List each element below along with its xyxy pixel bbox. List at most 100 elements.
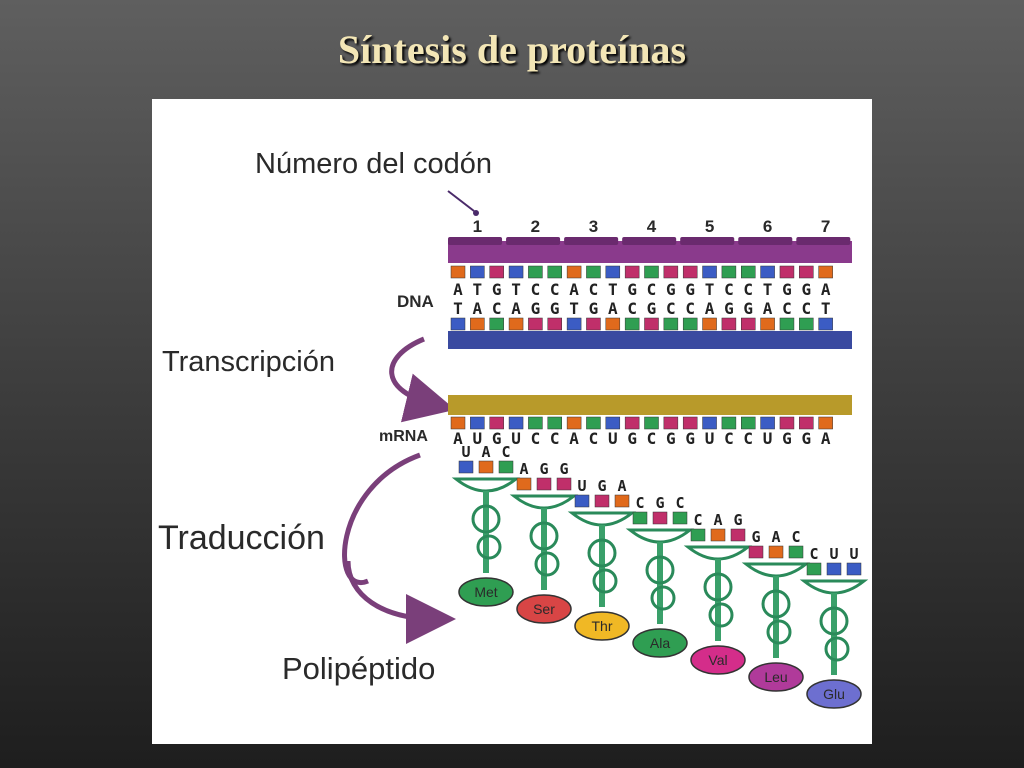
trna-anticodon-base: U <box>829 545 838 563</box>
dna-top-base-block <box>779 265 795 279</box>
dna-bottom-base: G <box>550 299 560 318</box>
trna-anticodon-base: C <box>635 494 644 512</box>
trna-anticodon-block <box>516 477 532 491</box>
dna-bottom-base: T <box>569 299 579 318</box>
trna-anticodon-block <box>806 562 822 576</box>
dna-top-base-block <box>508 265 524 279</box>
codon-number: 1 <box>473 217 482 236</box>
dna-bottom-base: G <box>589 299 599 318</box>
mrna-base-block <box>586 416 601 430</box>
dna-top-base-block <box>741 265 756 279</box>
mrna-base-block <box>799 416 814 430</box>
mrna-base-block <box>624 416 640 430</box>
dna-top-codon-block <box>448 237 503 245</box>
mrna-base: G <box>801 429 811 448</box>
amino-acid-bead <box>748 662 804 692</box>
dna-bottom-base-block <box>547 317 562 331</box>
dna-bottom-backbone <box>448 331 852 349</box>
mrna-base: C <box>647 429 657 448</box>
dna-top-base-block <box>721 265 737 279</box>
mrna-base: U <box>705 429 715 448</box>
trna-anticodon-block <box>672 511 688 525</box>
amino-acid-label: Ser <box>533 601 555 617</box>
dna-top-base: T <box>511 280 521 299</box>
dna-top-base: C <box>589 280 599 299</box>
transcription-arrow <box>389 336 456 423</box>
mrna-base-block <box>682 416 698 430</box>
trna-anticodon-base: A <box>771 528 780 546</box>
mrna-base: G <box>782 429 792 448</box>
dna-bottom-base: G <box>531 299 541 318</box>
amino-acid-label: Glu <box>823 686 845 702</box>
dna-top-base: A <box>569 280 579 299</box>
codon-number: 5 <box>705 217 714 236</box>
trna-anticodon-block <box>826 562 842 576</box>
trna-anticodon-block <box>788 545 804 559</box>
trna-anticodon-block <box>710 528 726 542</box>
mrna-base-block <box>528 416 543 430</box>
trna-anticodon-block <box>458 460 474 474</box>
mrna-base-block <box>547 416 562 430</box>
mrna-base: C <box>550 429 560 448</box>
mrna-base-block <box>489 416 504 430</box>
trna-anticodon-block <box>846 562 862 576</box>
trna-loop <box>587 538 617 568</box>
trna-loop <box>650 585 676 611</box>
dna-bottom-base: C <box>685 299 695 318</box>
dna-bottom-base-block <box>682 317 698 331</box>
dna-top-codon-block <box>796 237 851 245</box>
trna-cup <box>625 528 695 544</box>
mrna-base: U <box>511 429 521 448</box>
dna-top-base-block <box>799 265 814 279</box>
trna-anticodon-base: U <box>849 545 858 563</box>
mrna-base: C <box>724 429 734 448</box>
trna-anticodon-block <box>574 494 590 508</box>
trna-anticodon-base: A <box>481 443 490 461</box>
dna-bottom-base-block <box>470 317 485 331</box>
translation-arrow-upper <box>342 452 421 586</box>
trna-anticodon-block <box>478 460 494 474</box>
dna-bottom-base-block <box>566 317 582 331</box>
dna-bottom-base-block <box>508 317 524 331</box>
dna-bottom-base-block <box>489 317 504 331</box>
dna-bottom-base: A <box>608 299 618 318</box>
mrna-base-block <box>663 416 679 430</box>
trna-anticodon-block <box>632 511 648 525</box>
dna-bottom-base: A <box>705 299 715 318</box>
dna-bottom-base: A <box>473 299 483 318</box>
dna-top-base: G <box>627 280 637 299</box>
dna-bottom-base-block <box>779 317 795 331</box>
mrna-base: U <box>473 429 483 448</box>
mrna-base: U <box>763 429 773 448</box>
amino-acid-label: Ala <box>650 635 670 651</box>
amino-acid-bead <box>574 611 630 641</box>
dna-bottom-base-block <box>605 317 621 331</box>
trna-anticodon-base: G <box>559 460 568 478</box>
trna-anticodon-block <box>690 528 706 542</box>
dna-top-base: G <box>666 280 676 299</box>
mrna-base: C <box>743 429 753 448</box>
trna-anticodon-base: C <box>675 494 684 512</box>
dna-bottom-base: A <box>511 299 521 318</box>
dna-bottom-base: C <box>666 299 676 318</box>
dna-top-base: C <box>724 280 734 299</box>
amino-acid-label: Val <box>708 652 727 668</box>
dna-bottom-base: G <box>647 299 657 318</box>
dna-top-base: T <box>473 280 483 299</box>
trna-anticodon-base: U <box>577 477 586 495</box>
mrna-base: G <box>685 429 695 448</box>
dna-bottom-base-block <box>818 317 833 331</box>
amino-acid-bead <box>806 679 862 709</box>
trna-loop <box>708 602 734 628</box>
dna-top-base-block <box>605 265 621 279</box>
codon-number: 6 <box>763 217 772 236</box>
mrna-base-block <box>760 416 775 430</box>
mrna-base: C <box>531 429 541 448</box>
